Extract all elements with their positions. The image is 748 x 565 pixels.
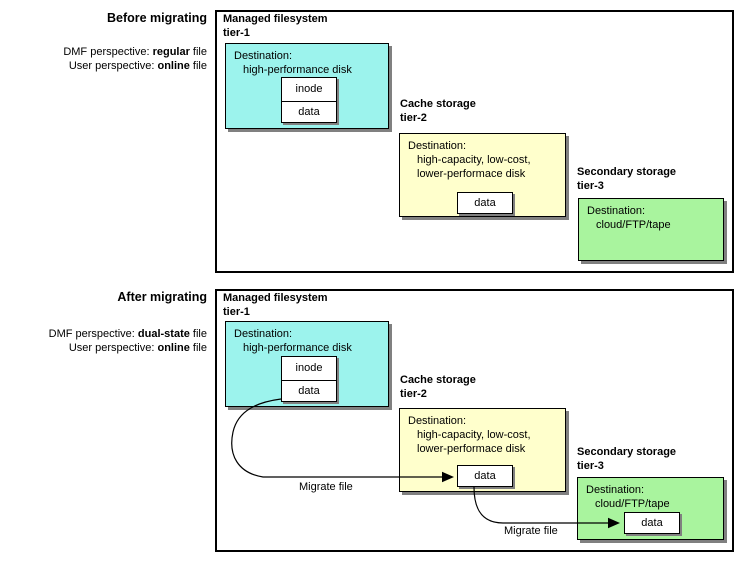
tier1-destination-detail: high-performance disk xyxy=(243,64,352,76)
user-perspective-value: online xyxy=(157,342,190,354)
migrate-file-label-2: Migrate file xyxy=(504,525,558,537)
tier2-title: Cache storage tier-2 xyxy=(400,374,476,401)
dmf-perspective-suffix: file xyxy=(189,46,207,58)
tier1-title: Managed filesystem tier-1 xyxy=(223,292,328,319)
inode-cell: inode xyxy=(295,83,323,95)
tier1-destination-detail: high-performance disk xyxy=(243,342,352,354)
inode-cell: inode xyxy=(295,362,323,374)
tier2-destination-label: Destination: xyxy=(408,415,467,427)
tier3-title: Secondary storage tier-3 xyxy=(577,446,676,473)
user-perspective-value: online xyxy=(157,60,190,72)
dmf-perspective-prefix: DMF perspective: xyxy=(48,328,138,340)
tier2-destination-label: Destination: xyxy=(408,140,467,152)
tier1-title-line1: Managed filesystem xyxy=(223,13,328,25)
user-perspective-prefix: User perspective: xyxy=(68,60,158,72)
tier2-destination-detail1: high-capacity, low-cost, xyxy=(417,429,531,441)
tier2-destination-detail2: lower-performace disk xyxy=(417,443,526,455)
tier3-title-line1: Secondary storage xyxy=(577,166,677,178)
tier2-title-line1: Cache storage xyxy=(400,374,476,386)
dmf-perspective-prefix: DMF perspective: xyxy=(63,46,153,58)
tier1-title-line1: Managed filesystem xyxy=(223,292,328,304)
dmf-perspective-value: dual-state xyxy=(137,328,190,340)
tier1-title-line2: tier-1 xyxy=(223,26,250,39)
user-perspective-suffix: file xyxy=(189,342,207,354)
tier3-data-box: data xyxy=(624,512,680,534)
tier3-destination-detail: cloud/FTP/tape xyxy=(595,498,670,510)
file-inode-data-box: inode data xyxy=(281,356,337,402)
tier2-title-line1: Cache storage xyxy=(400,98,476,110)
dmf-perspective-line: DMF perspective: regular file xyxy=(0,46,207,58)
tier3-title-line2: tier-3 xyxy=(577,459,604,472)
tier3-destination-label: Destination: xyxy=(586,484,645,496)
panel-heading: After migrating xyxy=(117,290,207,304)
tier2-destination-detail2: lower-performace disk xyxy=(417,168,526,180)
user-perspective-prefix: User perspective: xyxy=(68,342,158,354)
tier2-data-box: data xyxy=(457,465,513,487)
file-inode-data-box: inode data xyxy=(281,77,337,123)
dmf-perspective-suffix: file xyxy=(189,328,207,340)
tier2-title: Cache storage tier-2 xyxy=(400,98,476,125)
dmf-perspective-line: DMF perspective: dual-state file xyxy=(0,328,207,340)
migrate-file-label-1: Migrate file xyxy=(299,481,353,493)
tier1-title: Managed filesystem tier-1 xyxy=(223,13,328,40)
tier3-title: Secondary storage tier-3 xyxy=(577,166,676,193)
tier3-destination-label: Destination: xyxy=(587,205,646,217)
tier2-title-line2: tier-2 xyxy=(400,111,427,124)
tier2-destination-detail1: high-capacity, low-cost, xyxy=(417,154,531,166)
user-perspective-line: User perspective: online file xyxy=(0,342,207,354)
data-cell: data xyxy=(282,101,336,122)
tier3-title-line1: Secondary storage xyxy=(577,446,677,458)
tier3-destination-detail: cloud/FTP/tape xyxy=(596,219,671,231)
tier2-data-box: data xyxy=(457,192,513,214)
tier1-destination-label: Destination: xyxy=(234,50,293,62)
tier1-destination-label: Destination: xyxy=(234,328,293,340)
user-perspective-line: User perspective: online file xyxy=(0,60,207,72)
dmf-perspective-value: regular xyxy=(152,46,190,58)
tier1-title-line2: tier-1 xyxy=(223,305,250,318)
tier2-title-line2: tier-2 xyxy=(400,387,427,400)
data-cell: data xyxy=(282,380,336,401)
tier3-destination-box: Destination: cloud/FTP/tape xyxy=(578,198,724,261)
panel-heading: Before migrating xyxy=(106,11,207,25)
user-perspective-suffix: file xyxy=(189,60,207,72)
tier3-title-line2: tier-3 xyxy=(577,179,604,192)
